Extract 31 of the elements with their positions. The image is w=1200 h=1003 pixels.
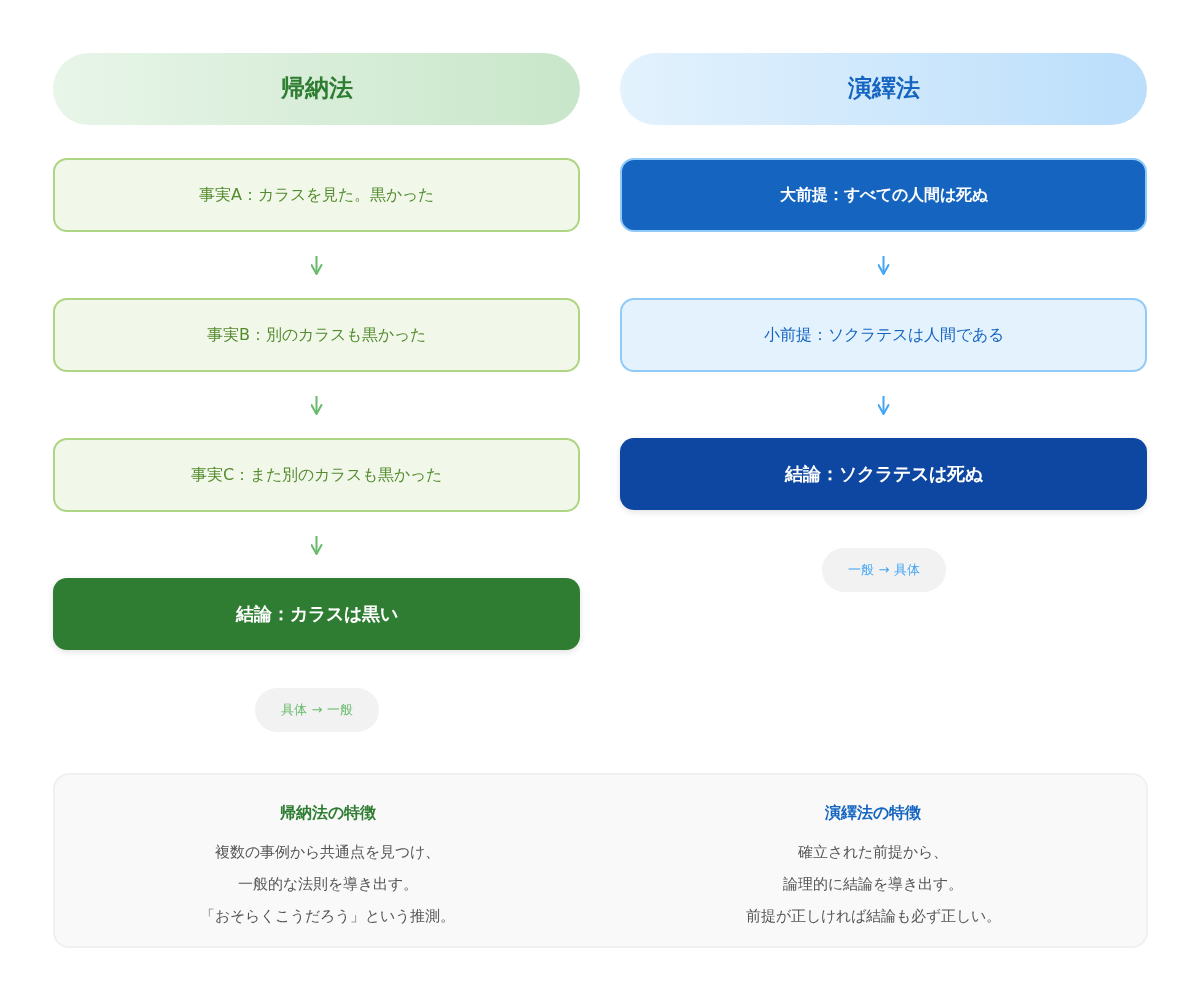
panel-heading: 演繹法の特徴 (825, 803, 922, 824)
panel-heading: 帰納法の特徴 (279, 803, 376, 824)
premise-box (620, 298, 1147, 372)
box-label: 大前提：すべての人間は死ぬ (779, 184, 988, 206)
box-label: 事実B：別のカラスも黒かった (207, 324, 426, 346)
process-box (53, 438, 580, 512)
arrow (877, 395, 890, 415)
arrow (310, 395, 323, 415)
process-box (53, 298, 580, 372)
arrow (310, 255, 323, 275)
box-label: 事実A：カラスを見た。黒かった (199, 184, 434, 206)
panel-text: 「おそらくこうだろう」という推測。 (200, 906, 456, 927)
arrow (877, 255, 890, 275)
box-label: 演繹法 (847, 73, 920, 105)
panel-text: 論理的に結論を導き出す。 (783, 874, 964, 895)
conclusion-box (620, 438, 1147, 510)
box-label: 具体 → 一般 (281, 701, 353, 719)
panel-text: 複数の事例から共通点を見つけ、 (215, 842, 441, 863)
box-label: 結論：ソクラテスは死ぬ (784, 462, 983, 486)
box-label: 帰納法 (280, 73, 353, 105)
box-label: 事実C：また別のカラスも黒かった (190, 464, 443, 486)
box-label: 小前提：ソクラテスは人間である (763, 324, 1004, 346)
panel-text: 一般的な法則を導き出す。 (237, 874, 418, 895)
box-label: 結論：カラスは黒い (235, 602, 398, 626)
arrow (310, 535, 323, 555)
panel-text: 前提が正しければ結論も必ず正しい。 (745, 906, 1001, 927)
premise-box (620, 158, 1147, 232)
panel-text: 確立された前提から、 (798, 842, 949, 863)
box-label: 一般 → 具体 (848, 561, 920, 579)
conclusion-box (53, 578, 580, 650)
process-box (53, 158, 580, 232)
